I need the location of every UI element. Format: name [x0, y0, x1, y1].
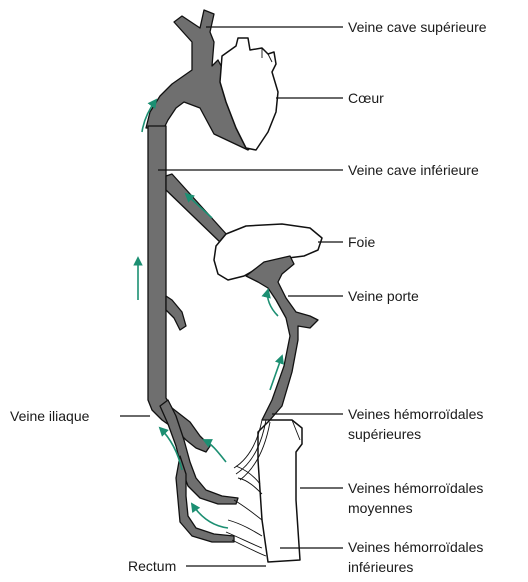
label-inferior-hemorrhoidal-2: inférieures: [348, 559, 413, 575]
portal-vein: [246, 256, 318, 420]
inferior-vena-cava: [148, 126, 210, 452]
hepatic-vein: [166, 174, 228, 244]
label-heart: Cœur: [348, 90, 384, 106]
side-branch-vein: [166, 296, 186, 330]
flow-arrow-inferior: [192, 504, 228, 528]
label-middle-hemorrhoidal-1: Veines hémorroïdales: [348, 480, 483, 496]
rectum: [258, 420, 302, 562]
label-middle-hemorrhoidal-2: moyennes: [348, 500, 413, 516]
label-iliac-vein: Veine iliaque: [10, 408, 90, 424]
label-rectum: Rectum: [128, 558, 176, 574]
label-superior-hemorrhoidal-1: Veines hémorroïdales: [348, 406, 483, 422]
label-inferior-vena-cava: Veine cave inférieure: [348, 162, 479, 178]
label-portal-vein: Veine porte: [348, 288, 419, 304]
label-liver: Foie: [348, 234, 375, 250]
label-superior-vena-cava: Veine cave supérieure: [348, 19, 487, 35]
iliac-vein: [160, 400, 238, 542]
label-inferior-hemorrhoidal-1: Veines hémorroïdales: [348, 539, 483, 555]
label-superior-hemorrhoidal-2: supérieures: [348, 426, 421, 442]
